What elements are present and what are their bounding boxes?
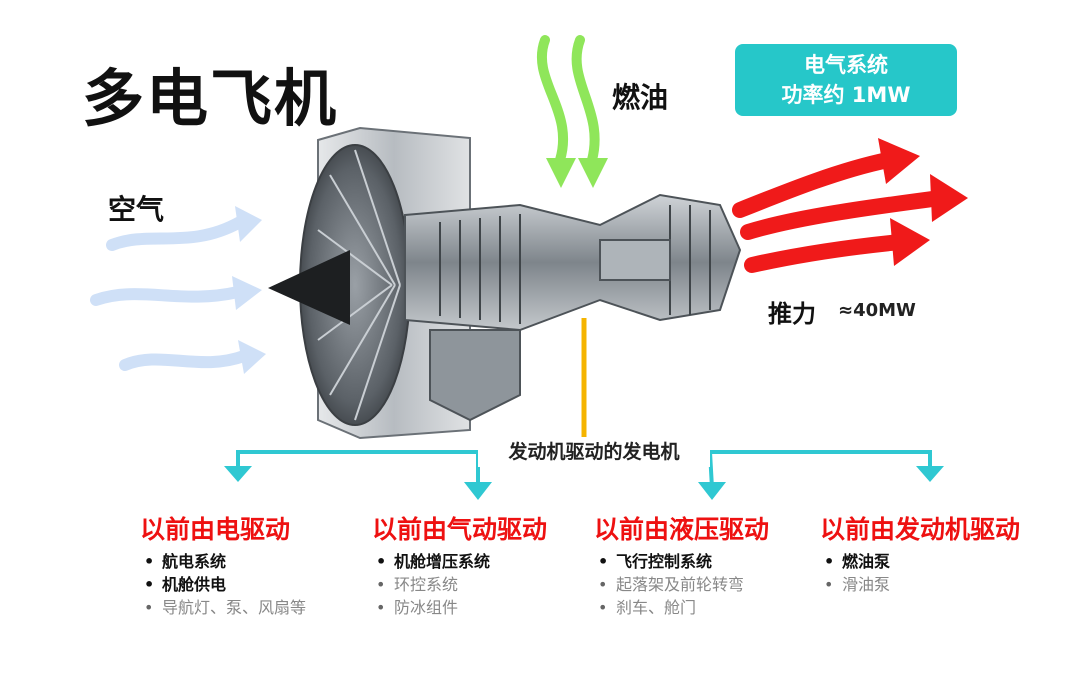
group-heading: 以前由发动机驱动: [820, 515, 1021, 544]
electrical-system-power: 功率约 1MW: [781, 83, 911, 107]
fuel-arrows: [536, 35, 600, 165]
list-item: 环控系统: [372, 573, 547, 596]
list-item: 燃油泵: [820, 550, 1020, 573]
list-item: 刹车、舱门: [594, 596, 769, 619]
thrust-value: ≈40MW: [838, 300, 916, 321]
air-arrow: [90, 286, 244, 306]
list-item: 机舱增压系统: [372, 550, 547, 573]
air-arrowheads: [232, 206, 266, 374]
list-item: 飞行控制系统: [594, 550, 769, 573]
air-arrows: [90, 216, 250, 371]
fuel-arrow: [536, 35, 569, 165]
group-engine-driven: 以前由发动机驱动 燃油泵 滑油泵: [820, 510, 1020, 596]
list-item: 防冰组件: [372, 596, 547, 619]
list-item: 导航灯、泵、风扇等: [140, 596, 306, 619]
generator-caption: 发动机驱动的发电机: [478, 437, 710, 467]
group-heading: 以前由液压驱动: [594, 515, 770, 544]
list-item: 机舱供电: [140, 573, 306, 596]
list-item: 航电系统: [140, 550, 306, 573]
group-heading: 以前由电驱动: [140, 515, 291, 544]
page-title: 多电飞机: [82, 62, 339, 135]
group-heading: 以前由气动驱动: [372, 515, 548, 544]
thrust-arrows: [732, 152, 948, 273]
fuel-arrow: [571, 35, 600, 165]
fuel-label: 燃油: [612, 81, 669, 114]
group-electric: 以前由电驱动 航电系统 机舱供电 导航灯、泵、风扇等: [140, 510, 306, 619]
turbofan-engine: [268, 126, 742, 440]
air-arrow: [106, 216, 246, 251]
air-label: 空气: [108, 193, 165, 226]
electrical-system-badge: 电气系统 功率约 1MW: [735, 44, 957, 116]
list-item: 滑油泵: [820, 573, 1020, 596]
list-item: 起落架及前轮转弯: [594, 573, 769, 596]
thrust-label: 推力: [768, 300, 816, 328]
group-pneumatic: 以前由气动驱动 机舱增压系统 环控系统 防冰组件: [372, 510, 547, 619]
branch-arrowheads: [224, 466, 944, 500]
air-arrow: [119, 350, 250, 371]
electrical-system-title: 电气系统: [804, 53, 888, 77]
group-hydraulic: 以前由液压驱动 飞行控制系统 起落架及前轮转弯 刹车、舱门: [594, 510, 769, 619]
